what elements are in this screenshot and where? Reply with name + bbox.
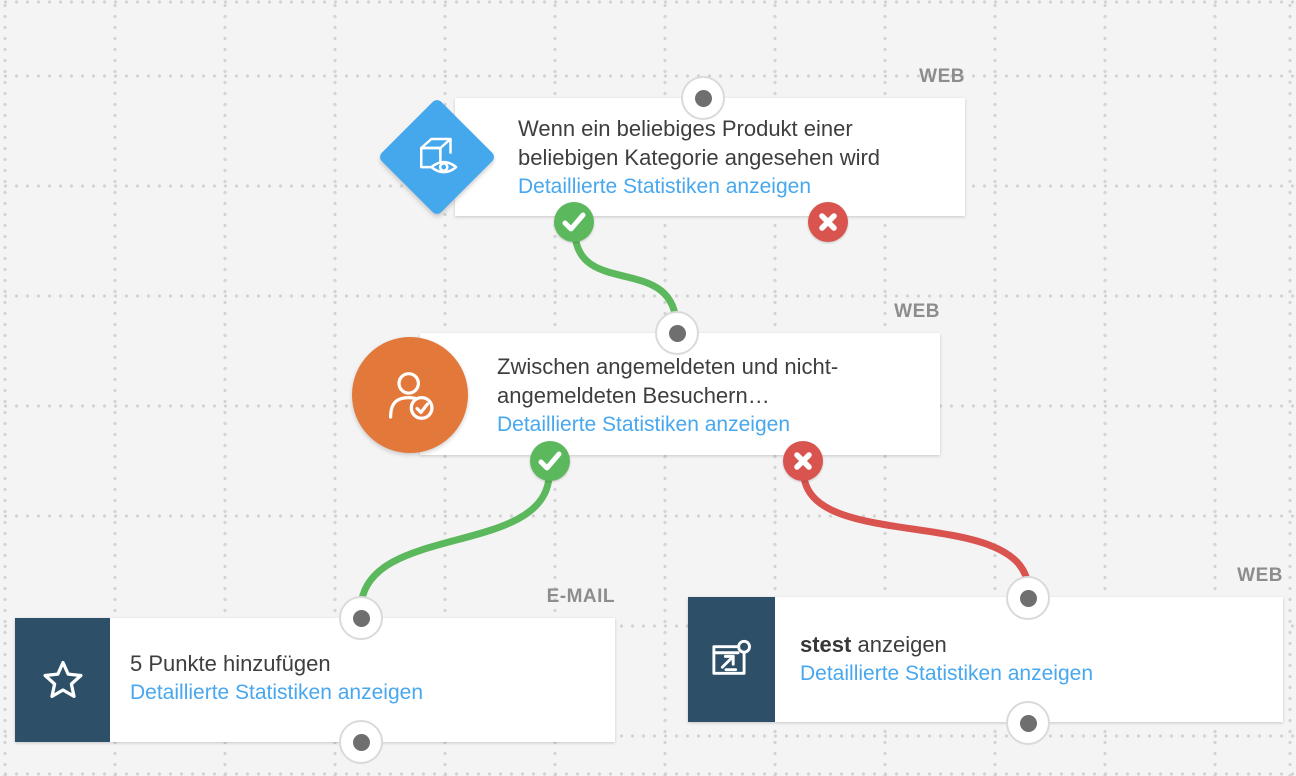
product-view-icon [377, 97, 497, 217]
port-dot-icon [668, 324, 686, 342]
port-dot-icon [1019, 714, 1037, 732]
canvas-edge-bottom [0, 772, 1296, 776]
node2-success-port[interactable] [530, 441, 570, 481]
node3-input-port[interactable] [339, 596, 383, 640]
node1-success-port[interactable] [554, 202, 594, 242]
node3-title: 5 Punkte hinzufügen [130, 651, 331, 676]
port-dot-icon [694, 89, 712, 107]
check-icon [562, 212, 586, 232]
node4-output-port[interactable] [1006, 701, 1050, 745]
node2-error-port[interactable] [783, 441, 823, 481]
node-card-show-popup[interactable]: stest anzeigen Detaillierte Statistiken … [688, 597, 1283, 722]
connection-error-1 [800, 473, 1032, 590]
node4-title-bold: stest [800, 632, 852, 657]
node1-error-port[interactable] [808, 202, 848, 242]
node4-type-label: WEB [1237, 565, 1283, 586]
node1-type-label: WEB [919, 66, 965, 87]
star-icon [15, 618, 110, 742]
user-check-icon [352, 337, 468, 453]
node3-type-label: E-MAIL [546, 586, 615, 607]
connection-success-1 [571, 230, 680, 324]
node1-input-port[interactable] [681, 76, 725, 120]
node2-input-port[interactable] [655, 311, 699, 355]
x-icon [794, 452, 812, 470]
node4-stats-link[interactable]: Detaillierte Statistiken anzeigen [800, 662, 1093, 685]
x-icon [819, 213, 837, 231]
node4-title-rest: anzeigen [857, 632, 947, 657]
node-card-add-points[interactable]: 5 Punkte hinzufügen Detaillierte Statist… [15, 618, 615, 742]
node1-title-line2: beliebigen Kategorie angesehen wird [518, 145, 881, 170]
node2-type-label: WEB [894, 301, 940, 322]
node2-title-line2: angemeldeten Besuchern… [497, 383, 770, 408]
connection-success-2 [357, 473, 553, 610]
port-dot-icon [352, 733, 370, 751]
node-card-visitor-split[interactable]: Zwischen angemeldeten und nicht- angemel… [420, 333, 940, 455]
node3-stats-link[interactable]: Detaillierte Statistiken anzeigen [130, 681, 423, 704]
node1-stats-link[interactable]: Detaillierte Statistiken anzeigen [518, 175, 811, 198]
port-dot-icon [1019, 589, 1037, 607]
node4-input-port[interactable] [1006, 576, 1050, 620]
canvas-edge-right [1288, 0, 1292, 776]
popup-window-icon [688, 597, 775, 722]
check-icon [538, 451, 562, 471]
canvas-edge-top [0, 0, 1296, 4]
node2-title-line1: Zwischen angemeldeten und nicht- [497, 354, 839, 379]
node2-stats-link[interactable]: Detaillierte Statistiken anzeigen [497, 413, 790, 436]
port-dot-icon [352, 609, 370, 627]
node1-title-line1: Wenn ein beliebiges Produkt einer [518, 116, 853, 141]
node3-output-port[interactable] [339, 720, 383, 764]
